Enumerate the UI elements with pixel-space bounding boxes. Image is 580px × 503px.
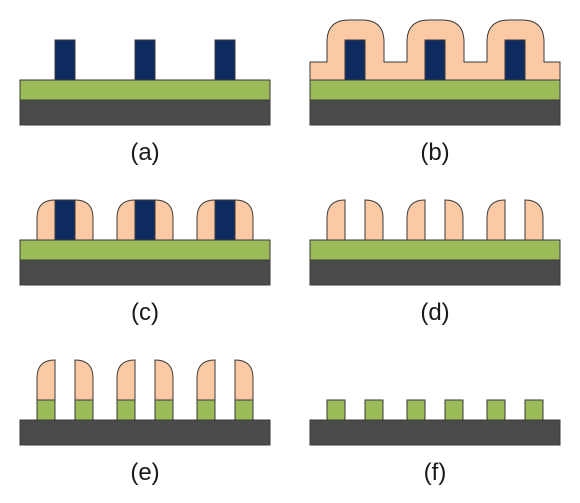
panel-d: (d) [309, 199, 561, 326]
film-pillar [486, 399, 506, 421]
substrate-layer [19, 259, 271, 286]
spacer [486, 199, 506, 241]
mandrel [54, 39, 76, 81]
spacer [36, 359, 56, 401]
mandrel [214, 39, 236, 81]
film-layer [19, 239, 271, 261]
substrate-layer [309, 419, 561, 446]
mandrel [134, 199, 156, 241]
spacer [406, 199, 426, 241]
film-layer [19, 79, 271, 101]
spacer [116, 359, 136, 401]
film-pillar [196, 399, 216, 421]
mandrel [504, 39, 526, 81]
panel-c: (c) [19, 199, 271, 326]
panel-e: (e) [19, 359, 271, 486]
substrate-layer [309, 99, 561, 126]
film-pillar [326, 399, 346, 421]
film-pillar [406, 399, 426, 421]
spacer [524, 199, 544, 241]
spacer [196, 199, 216, 241]
panel-a: (a) [19, 39, 271, 166]
spacer [234, 199, 254, 241]
substrate-layer [309, 259, 561, 286]
film-pillar [74, 399, 94, 421]
film-pillar [444, 399, 464, 421]
spacer [444, 199, 464, 241]
spacer [116, 199, 136, 241]
mandrel [54, 199, 76, 241]
mandrel [134, 39, 156, 81]
mandrel [424, 39, 446, 81]
panel-f: (f) [309, 399, 561, 486]
spacer [364, 199, 384, 241]
spacer [36, 199, 56, 241]
film-pillar [364, 399, 384, 421]
film-pillar [154, 399, 174, 421]
panel-caption: (f) [424, 459, 447, 486]
spacer [74, 359, 94, 401]
panel-b: (b) [309, 19, 561, 166]
film-pillar [524, 399, 544, 421]
panel-caption: (c) [131, 299, 159, 326]
film-pillar [36, 399, 56, 421]
film-pillar [234, 399, 254, 421]
film-layer [309, 79, 561, 101]
spacer [154, 359, 174, 401]
substrate-layer [19, 419, 271, 446]
spacer [154, 199, 174, 241]
film-pillar [116, 399, 136, 421]
panel-caption: (e) [130, 459, 159, 486]
spacer [326, 199, 346, 241]
spacer [196, 359, 216, 401]
substrate-layer [19, 99, 271, 126]
film-layer [309, 239, 561, 261]
panel-caption: (a) [130, 139, 159, 166]
spacer [74, 199, 94, 241]
mandrel [214, 199, 236, 241]
mandrel [344, 39, 366, 81]
panel-caption: (b) [420, 139, 449, 166]
panel-caption: (d) [420, 299, 449, 326]
spacer [234, 359, 254, 401]
